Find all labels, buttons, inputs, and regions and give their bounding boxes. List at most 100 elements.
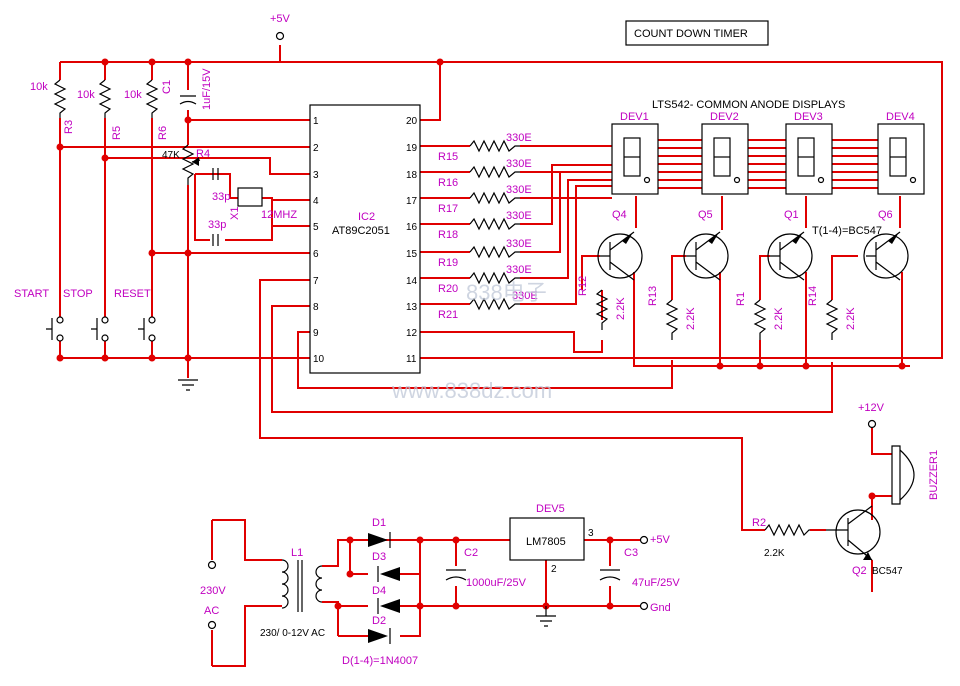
c1-value: 1uF/15V: [201, 68, 213, 110]
seven-segment-display: [611, 123, 659, 195]
resistor-r3: [53, 79, 67, 118]
driver-transistor: [683, 233, 729, 279]
base-resistor-value: 2.2K: [615, 297, 627, 320]
seven-segment-display: [877, 123, 925, 195]
diagram-title: COUNT DOWN TIMER: [634, 28, 748, 40]
segment-resistor-ref: R16: [438, 177, 458, 189]
display-dp: [909, 176, 917, 184]
ground-symbol: [178, 379, 198, 391]
switch-start: [46, 316, 64, 342]
r6-ref: R6: [157, 126, 169, 140]
ic2-pin-label-right: 14: [406, 276, 418, 287]
ac-bottom-label: AC: [204, 605, 219, 617]
segment-resistor-ref: R17: [438, 203, 458, 215]
d1-ref: D1: [372, 517, 386, 529]
crystal-cap-2: [212, 234, 219, 246]
gnd-label: Gnd: [650, 602, 671, 614]
ic2-pin-label-right: 17: [406, 196, 418, 207]
stop-label: STOP: [63, 288, 93, 300]
buzzer-q-ref: Q2: [852, 565, 867, 577]
transformer-ref: L1: [291, 547, 303, 559]
segment-resistor: [469, 271, 520, 285]
segment-resistor: [469, 245, 520, 259]
r3-value: 10k: [30, 81, 48, 93]
segment-resistor: [469, 165, 520, 179]
v12-terminal: [867, 419, 877, 429]
c3-value: 47uF/25V: [632, 577, 680, 589]
base-resistor-value: 2.2K: [845, 307, 857, 330]
ic2-part: AT89C2051: [332, 225, 390, 237]
base-resistor-value: 2.2K: [685, 307, 697, 330]
display-ref: DEV2: [710, 111, 739, 123]
segment-resistor-ref: R20: [438, 283, 458, 295]
diode: [368, 533, 388, 547]
transistor-leads: [600, 231, 635, 281]
transistor-leads: [770, 231, 805, 281]
transistor-note: T(1-4)=BC547: [812, 225, 882, 237]
transistor-arrow: [792, 234, 802, 244]
base-resistor: [665, 299, 679, 340]
transistor-arrow: [708, 234, 718, 244]
base-resistor-value: 2.2K: [773, 307, 785, 330]
r2-ref: R2: [752, 517, 766, 529]
c2-value: 1000uF/25V: [466, 577, 527, 589]
ic2-pin-label-right: 19: [406, 143, 418, 154]
driver-transistor: [863, 233, 909, 279]
pot-wiper-arrow: [192, 157, 199, 166]
buzzer-transistor: [826, 505, 881, 561]
r6-value: 10k: [124, 89, 142, 101]
ic2-pin-label-left: 6: [313, 249, 319, 260]
r4-ref: R4: [196, 148, 210, 160]
seven-segment-display: [701, 123, 749, 195]
segment-resistor-ref: R21: [438, 309, 458, 321]
ic2-pin-label-left: 3: [313, 170, 319, 181]
buzzer-ref: BUZZER1: [928, 450, 940, 500]
vout-label: +5V: [650, 534, 671, 546]
display-dp: [733, 176, 741, 184]
ic2-pin-label-right: 12: [406, 328, 418, 339]
crystal: [237, 187, 263, 207]
crystal-cap-1: [212, 168, 219, 180]
display-dp: [643, 176, 651, 184]
regulator-part: LM7805: [526, 536, 566, 548]
segment-resistor-value: 330E: [506, 210, 532, 222]
regulator-lm7805: [509, 517, 585, 561]
base-resistor-ref: R1: [735, 292, 747, 306]
ic2-pin-label-left: 5: [313, 222, 319, 233]
title-box: [625, 20, 769, 46]
diode: [380, 599, 400, 613]
transformer-l1: [281, 559, 323, 612]
reset-label: RESET: [114, 288, 151, 300]
crystal-freq: 12MHZ: [261, 209, 297, 221]
diode: [380, 567, 400, 581]
c3-ref: C3: [624, 547, 638, 559]
segment-resistor-value: 330E: [512, 290, 538, 302]
buzzer-body: [891, 445, 901, 505]
ic2-pin-label-right: 15: [406, 249, 418, 260]
c2-ref: C2: [464, 547, 478, 559]
start-label: START: [14, 288, 49, 300]
segment-resistors: R15330ER16330ER17330ER18330ER19330ER2033…: [438, 132, 538, 321]
ic2-pin-label-left: 7: [313, 276, 319, 287]
resistor-r6: [145, 79, 159, 118]
diode-note: D(1-4)=1N4007: [342, 655, 418, 667]
ac-terminal-top: [207, 560, 217, 570]
base-resistor-ref: R14: [807, 286, 819, 306]
r5-ref: R5: [111, 126, 123, 140]
ac-top-label: 230V: [200, 585, 226, 597]
crystal-cap1-value: 33p: [212, 191, 230, 203]
ic2-pin-label-left: 2: [313, 143, 319, 154]
transistor-arrow: [622, 234, 632, 244]
transistor-arrow: [888, 234, 898, 244]
ac-terminal-bottom: [207, 620, 217, 630]
ic2-pin-label-left: 9: [313, 328, 319, 339]
resistor-r5: [98, 79, 112, 118]
driver-transistor: [597, 233, 643, 279]
display-ref: DEV4: [886, 111, 915, 123]
transistor-leads: [686, 231, 721, 281]
transistor-leads: [866, 231, 901, 281]
v12-label: +12V: [858, 402, 885, 414]
